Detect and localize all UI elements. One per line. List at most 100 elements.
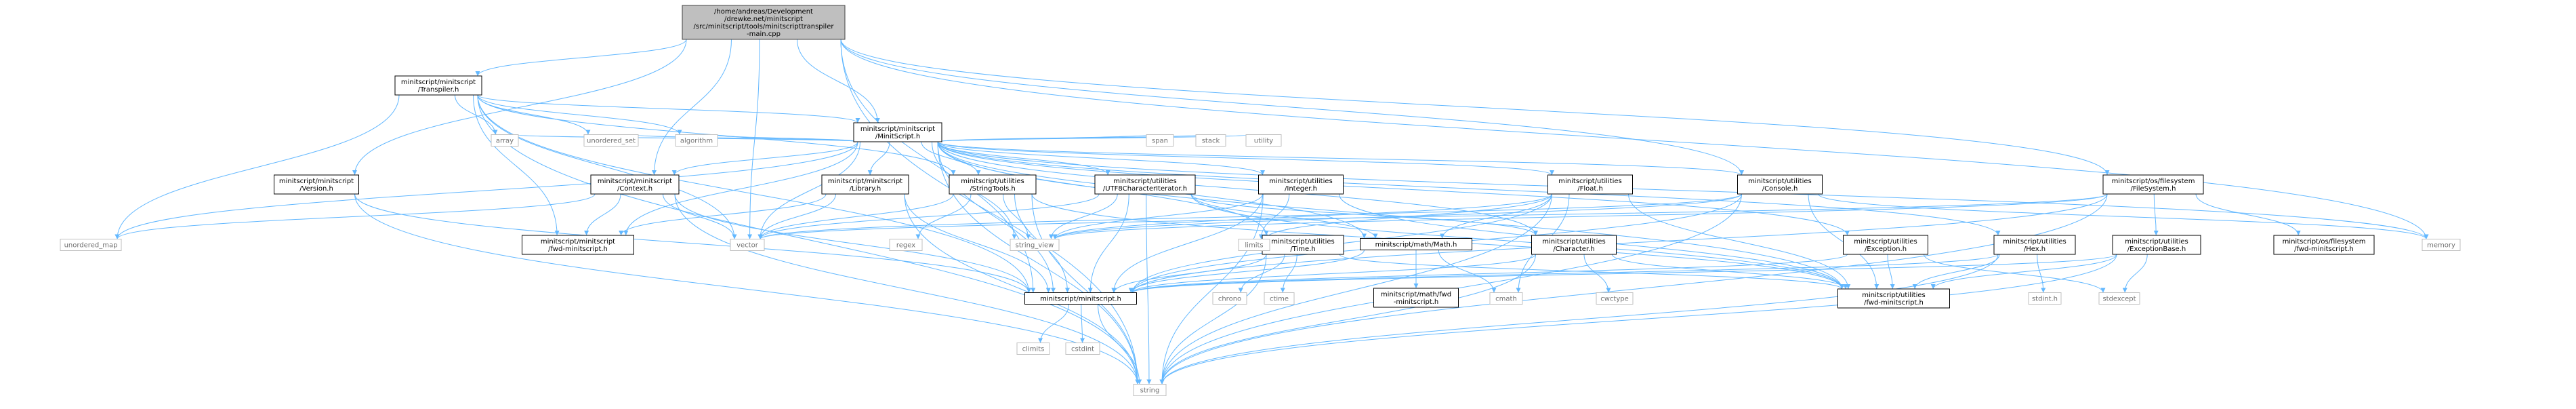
node-box: [60, 239, 122, 251]
node-mscore[interactable]: minitscript/minitscript.h: [1024, 292, 1137, 305]
node-box: [1024, 292, 1137, 305]
node-cmath: cmath: [1489, 292, 1523, 305]
node-exceptionbase[interactable]: minitscript/utilities/ExceptionBase.h: [2112, 235, 2201, 255]
edge-mscore-to-cstdint: [1080, 304, 1085, 343]
node-label: minitscript/utilities: [1269, 178, 1332, 185]
node-label: minitscript/utilities: [961, 178, 1024, 185]
edge-utf8-to-math: [1190, 193, 1378, 239]
node-utf8[interactable]: minitscript/utilities/UTF8CharacterItera…: [1094, 174, 1196, 195]
node-box: [394, 75, 482, 96]
node-time[interactable]: minitscript/utilities/Time.h: [1262, 235, 1344, 255]
node-utilfwd[interactable]: minitscript/utilities/fwd-minitscript.h: [1837, 288, 1950, 309]
node-label: /drewke.net/minitscript: [724, 16, 803, 23]
node-minitscript[interactable]: minitscript/minitscript/MinitScript.h: [853, 122, 942, 142]
node-filesystem[interactable]: minitscript/os/filesystem/FileSystem.h: [2102, 174, 2204, 195]
edge-console-to-memory: [1818, 193, 2429, 239]
node-label: minitscript/os/filesystem: [2283, 238, 2366, 246]
edge-minitscript-to-integer: [937, 141, 1265, 176]
edge-utf8-to-mscore: [1087, 193, 1129, 293]
edge-utf8-to-string_view: [1048, 193, 1118, 239]
node-transpiler[interactable]: minitscript/minitscript/Transpiler.h: [394, 75, 482, 96]
node-label: minitscript/utilities: [1558, 178, 1621, 185]
node-label: /Integer.h: [1285, 185, 1317, 193]
node-osfwd[interactable]: minitscript/os/filesystem/fwd-minitscrip…: [2273, 235, 2375, 255]
edge-minitscript-to-console: [937, 141, 1744, 176]
node-mathfwd[interactable]: minitscript/math/fwd-minitscript.h: [1373, 288, 1459, 308]
node-label: cwctype: [1600, 296, 1629, 303]
node-box: [522, 235, 634, 255]
edge-minitscript-to-algorithm: [711, 134, 858, 142]
node-label: /Float.h: [1577, 185, 1603, 193]
node-unordered_map: unordered_map: [60, 239, 122, 251]
node-label: span: [1152, 138, 1168, 145]
edge-math-to-mscore: [1128, 250, 1365, 293]
node-main: /home/andreas/Development/drewke.net/min…: [682, 5, 846, 40]
node-array: array: [491, 134, 519, 147]
edge-utf8-to-utilfwd: [1190, 193, 1844, 290]
node-box: [949, 174, 1037, 195]
node-label: minitscript/utilities: [1862, 292, 1925, 299]
node-hex[interactable]: minitscript/utilities/Hex.h: [1993, 235, 2076, 255]
edge-transpiler-to-vector: [477, 94, 737, 239]
node-label: /Character.h: [1553, 246, 1594, 253]
node-box: [853, 122, 942, 142]
node-box: [730, 239, 765, 251]
node-stringtools[interactable]: minitscript/utilities/StringTools.h: [949, 174, 1037, 195]
node-label: minitscript/utilities: [1748, 178, 1811, 185]
node-math[interactable]: minitscript/math/Math.h: [1360, 238, 1472, 250]
node-box: [2422, 239, 2461, 251]
edge-integer-to-mscore: [1111, 193, 1263, 293]
node-label: minitscript/minitscript: [860, 125, 935, 133]
node-label: /ExceptionBase.h: [2127, 246, 2186, 253]
edge-minitscript-to-memory: [937, 141, 2429, 239]
edge-minitscript-to-stringtools: [921, 141, 981, 176]
node-context[interactable]: minitscript/minitscript/Context.h: [590, 174, 680, 195]
node-box: [491, 134, 519, 147]
node-integer[interactable]: minitscript/utilities/Integer.h: [1258, 174, 1344, 195]
edge-minitscript-to-exception: [937, 141, 1850, 236]
edge-console-to-vector: [757, 193, 1742, 239]
node-box: [583, 134, 639, 147]
node-box: [1360, 238, 1472, 250]
edge-exceptionbase-to-string: [1159, 254, 2117, 385]
edge-exceptionbase-to-stdexcept: [2122, 254, 2148, 293]
node-exception[interactable]: minitscript/utilities/Exception.h: [1843, 235, 1928, 255]
edge-exception-to-utilfwd: [1887, 254, 1895, 290]
node-character[interactable]: minitscript/utilities/Character.h: [1531, 235, 1617, 255]
node-label: climits: [1022, 346, 1045, 353]
edge-filesystem-to-mscore: [1130, 193, 2108, 293]
node-label: minitscript/minitscript: [828, 178, 902, 185]
node-stdexcept: stdexcept: [2098, 292, 2140, 305]
node-box: [1094, 174, 1196, 195]
edge-transpiler-to-string: [477, 94, 1140, 385]
edge-library-to-msfwd: [619, 193, 827, 236]
node-float[interactable]: minitscript/utilities/Float.h: [1547, 174, 1633, 195]
node-label: stdexcept: [2102, 296, 2136, 303]
edge-time-to-string: [1159, 254, 1267, 385]
edge-transpiler-to-mscore: [477, 94, 1031, 293]
node-algorithm: algorithm: [675, 134, 718, 147]
node-label: /Console.h: [1762, 185, 1798, 193]
edge-minitscript-to-msfwd: [623, 141, 858, 236]
edge-minitscript-to-hex: [937, 141, 2001, 236]
node-version[interactable]: minitscript/minitscript/Version.h: [274, 174, 359, 195]
node-label: minitscript/os/filesystem: [2112, 178, 2195, 185]
edge-integer-to-string: [1159, 193, 1264, 385]
node-label: /Transpiler.h: [418, 86, 459, 94]
node-label: minitscript/minitscript: [401, 79, 476, 86]
node-label: chrono: [1218, 296, 1241, 303]
node-label: regex: [896, 242, 915, 250]
edge-filesystem-to-string_view: [1052, 193, 2108, 239]
node-label: string_view: [1016, 242, 1054, 250]
node-console[interactable]: minitscript/utilities/Console.h: [1737, 174, 1823, 195]
node-msfwd[interactable]: minitscript/minitscript/fwd-minitscript.…: [522, 235, 634, 255]
node-box: [1065, 343, 1100, 355]
edge-context-to-mscore: [674, 193, 1031, 293]
edge-utf8-to-vector: [757, 193, 1100, 239]
edge-time-to-utilfwd: [1339, 254, 1844, 290]
node-label: /fwd-minitscript.h: [1864, 299, 1924, 307]
node-label: minitscript/utilities: [1271, 238, 1334, 246]
node-library[interactable]: minitscript/minitscript/Library.h: [821, 174, 909, 195]
edge-main-to-transpiler: [475, 39, 687, 77]
node-box: [1262, 235, 1344, 255]
